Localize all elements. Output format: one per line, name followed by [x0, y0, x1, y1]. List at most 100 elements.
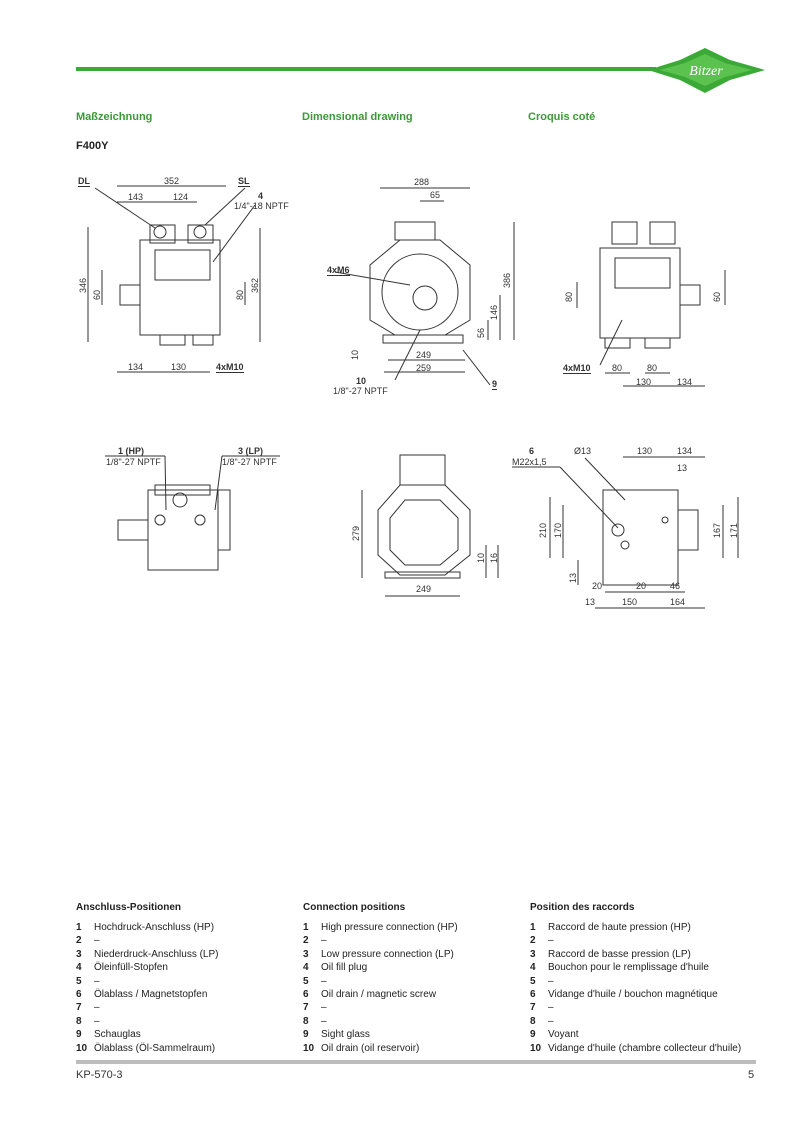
- dim-20: 20: [636, 581, 647, 591]
- legend-item-text: –: [94, 935, 100, 947]
- legend-item-number: 3: [76, 948, 82, 960]
- legend-item-number: 4: [303, 962, 309, 974]
- legend-item-number: 1: [76, 922, 82, 933]
- legend-item-text: –: [94, 1015, 100, 1027]
- legend-item-number: 5: [76, 975, 82, 987]
- legend-item-text: Oil fill plug: [321, 962, 368, 974]
- model-name: F400Y: [76, 140, 109, 152]
- legend-item-text: Vidange d'huile / bouchon magnétique: [548, 989, 718, 1000]
- legend-item-number: 2: [530, 935, 536, 947]
- legend-item: 4 Oil fill plug: [303, 962, 367, 973]
- legend-item: 7–: [530, 1002, 554, 1013]
- dim-386: 386: [502, 272, 512, 288]
- side-view-left: [87, 185, 261, 373]
- legend-item-text: Öleinfüll-Stopfen: [94, 962, 168, 974]
- footer-rule: [76, 1060, 756, 1064]
- side-view-right: [576, 221, 726, 387]
- bottom-view: [512, 456, 739, 609]
- legend-item: 3 Niederdruck-Anschluss (LP): [76, 949, 219, 960]
- legend-item-number: 7: [76, 1002, 82, 1014]
- legend-item-text: –: [548, 935, 554, 947]
- dim-130: 130: [171, 362, 187, 372]
- legend-item: 5–: [76, 976, 100, 987]
- dim-20: 20: [592, 581, 603, 591]
- legend-item-number: 3: [530, 948, 536, 960]
- dim-65: 65: [430, 190, 441, 200]
- label-3-lp: 3 (LP): [238, 446, 264, 456]
- legend-item-text: Schauglas: [94, 1029, 141, 1041]
- dim-249: 249: [416, 584, 432, 594]
- thread-lp: 1/8"-27 NPTF: [222, 457, 277, 467]
- page-number: 5: [748, 1069, 755, 1081]
- legend-item-text: –: [548, 975, 554, 987]
- legend-item-number: 5: [303, 975, 309, 987]
- dim-130: 130: [637, 446, 653, 456]
- legend-item-text: –: [321, 1002, 327, 1014]
- legend-item-number: 7: [303, 1002, 309, 1014]
- label-4: 4: [258, 191, 264, 201]
- title-en: Dimensional drawing: [302, 111, 413, 123]
- legend-item-number: 9: [303, 1029, 309, 1041]
- legend-item-text: Vidange d'huile (chambre collecteur d'hu…: [548, 1042, 742, 1054]
- dim-80: 80: [647, 363, 658, 373]
- dim-130: 130: [636, 377, 652, 387]
- legend-item-number: 4: [76, 962, 82, 974]
- legend-item-number: 1: [530, 922, 536, 933]
- dim-13: 13: [677, 463, 688, 473]
- legend-title-de: Anschluss-Positionen: [76, 902, 182, 913]
- legend-item-number: 10: [530, 1042, 542, 1054]
- dim-170: 170: [553, 522, 563, 538]
- legend-item: 1 Hochdruck-Anschluss (HP): [76, 922, 214, 933]
- legend-item: 2–: [76, 935, 100, 946]
- dim-80: 80: [564, 291, 574, 302]
- legend-item: 6 Oil drain / magnetic screw: [303, 989, 436, 1000]
- legend-item-text: –: [548, 1015, 554, 1027]
- legend-item: 7–: [303, 1002, 327, 1013]
- legend-item-number: 2: [303, 935, 309, 947]
- document-id: KP-570-3: [76, 1069, 123, 1081]
- dim-279: 279: [351, 525, 361, 541]
- legend-item-text: –: [548, 1002, 554, 1014]
- legend-item: 4 Öleinfüll-Stopfen: [76, 962, 168, 973]
- dim-167: 167: [712, 522, 722, 538]
- dim-134: 134: [677, 377, 693, 387]
- rear-view: [361, 454, 499, 597]
- legend-item-text: Hochdruck-Anschluss (HP): [94, 922, 215, 933]
- dim-80: 80: [612, 363, 623, 373]
- legend-item-number: 6: [303, 989, 309, 1000]
- legend-item-number: 8: [530, 1015, 536, 1027]
- dim-60: 60: [712, 291, 722, 302]
- legend-item: 8–: [303, 1016, 327, 1027]
- thread-4: 1/4"-18 NPTF: [234, 201, 289, 211]
- dim-249: 249: [416, 350, 432, 360]
- svg-text:Bitzer: Bitzer: [689, 64, 723, 79]
- legend-item-text: Oil drain / magnetic screw: [321, 989, 437, 1000]
- legend-item: 5–: [530, 976, 554, 987]
- label-4xm10: 4xM10: [563, 363, 591, 374]
- title-fr: Croquis coté: [528, 111, 596, 123]
- legend-item-number: 6: [76, 989, 82, 1000]
- legend-item-number: 3: [303, 948, 309, 960]
- dim-13: 13: [568, 572, 578, 583]
- legend-item-text: Niederdruck-Anschluss (LP): [94, 948, 219, 960]
- dim-80: 80: [235, 289, 245, 300]
- legend-item-text: –: [321, 975, 327, 987]
- legend-title-en: Connection positions: [303, 902, 406, 913]
- front-view: [334, 187, 515, 386]
- thread-hp: 1/8"-27 NPTF: [106, 457, 161, 467]
- label-6: 6: [529, 446, 535, 456]
- label-4xm6: 4xM6: [327, 265, 350, 276]
- legend-item-number: 10: [76, 1042, 88, 1054]
- label-4xm10: 4xM10: [216, 362, 244, 373]
- legend-item-text: Oil drain (oil reservoir): [321, 1042, 420, 1054]
- label-10: 10: [356, 376, 367, 386]
